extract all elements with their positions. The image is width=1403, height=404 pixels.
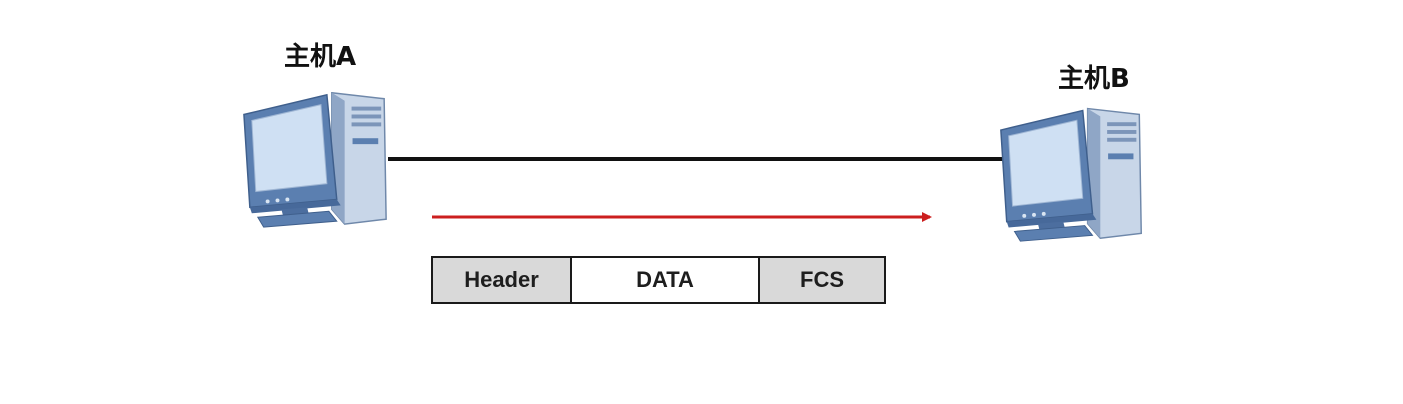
host-a-label: 主机A [284, 42, 357, 72]
desktop-computer-icon [243, 91, 387, 228]
frame-data-field: DATA [572, 258, 760, 302]
frame-header-field: Header [433, 258, 572, 302]
host-b-label: 主机B [1058, 64, 1130, 94]
frame-fcs-field: FCS [760, 258, 884, 302]
data-frame: Header DATA FCS [431, 256, 886, 304]
desktop-computer-icon [1000, 107, 1142, 242]
